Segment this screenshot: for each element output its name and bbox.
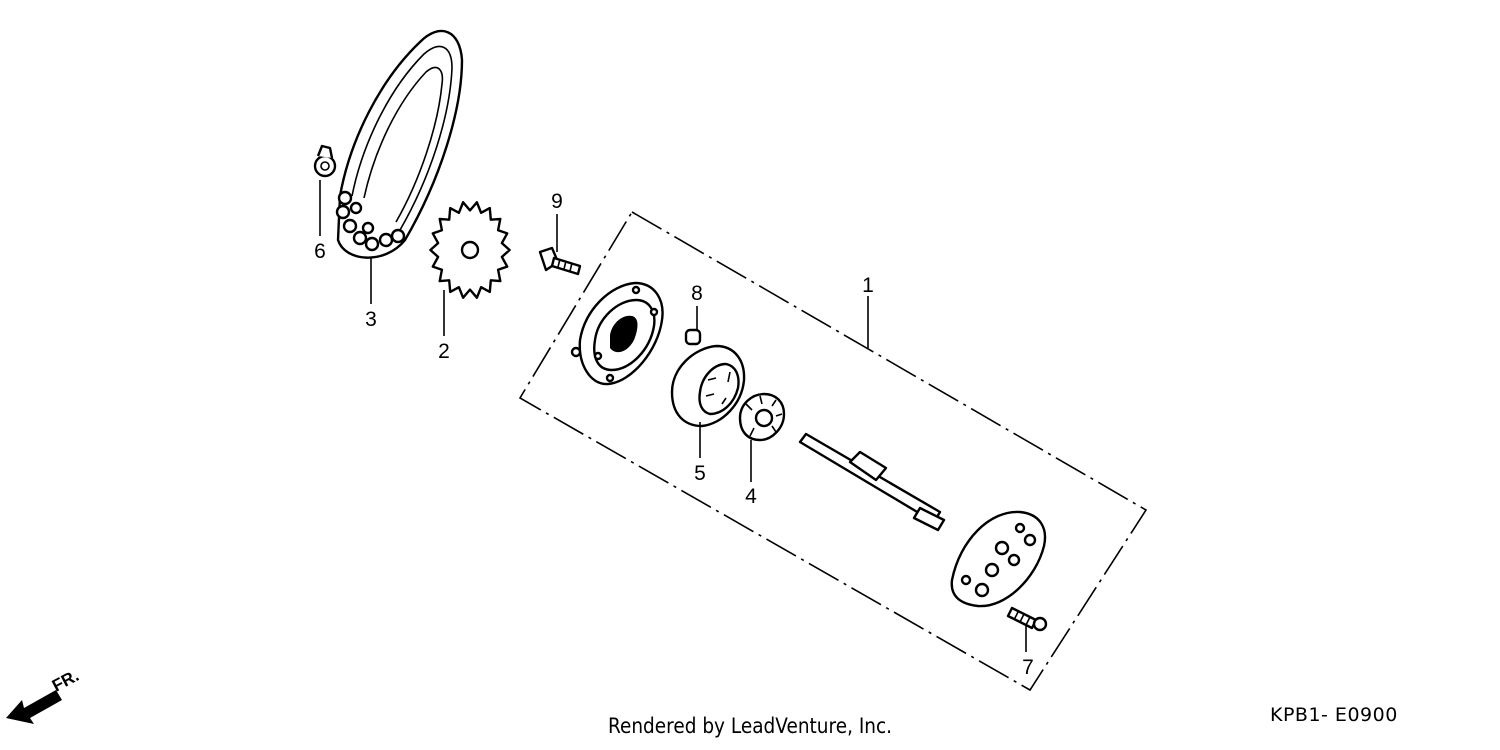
- chain-clip: [313, 144, 337, 178]
- drive-chain: [335, 29, 464, 259]
- pump-shaft: [798, 432, 946, 532]
- callout-6: 6: [314, 240, 326, 263]
- footer-credit: Rendered by LeadVenture, Inc.: [607, 714, 893, 738]
- cover-screw: [1006, 606, 1048, 632]
- callout-5: 5: [694, 462, 706, 485]
- outer-rotor: [670, 344, 746, 428]
- callout-4: 4: [745, 485, 757, 508]
- front-arrow-icon: FR.: [6, 666, 82, 724]
- leader-lines: [319, 180, 1027, 652]
- callout-9: 9: [551, 190, 563, 213]
- assembly-outline: [518, 210, 1148, 692]
- callout-8: 8: [691, 282, 703, 305]
- chain-links: [335, 190, 406, 252]
- inner-rotor: [738, 392, 786, 442]
- front-arrow-label: FR.: [49, 666, 82, 696]
- diagram-code: KPB1- E0900: [1270, 704, 1398, 726]
- callout-2: 2: [438, 340, 450, 363]
- oil-pump-body: [570, 281, 664, 386]
- oil-pump-sprocket: [429, 201, 511, 299]
- callout-3: 3: [365, 308, 377, 331]
- callout-1: 1: [862, 274, 874, 297]
- pump-cover: [950, 510, 1047, 608]
- callout-7: 7: [1022, 656, 1034, 679]
- dowel-pin: [684, 328, 702, 346]
- sprocket-bolt: [538, 246, 582, 276]
